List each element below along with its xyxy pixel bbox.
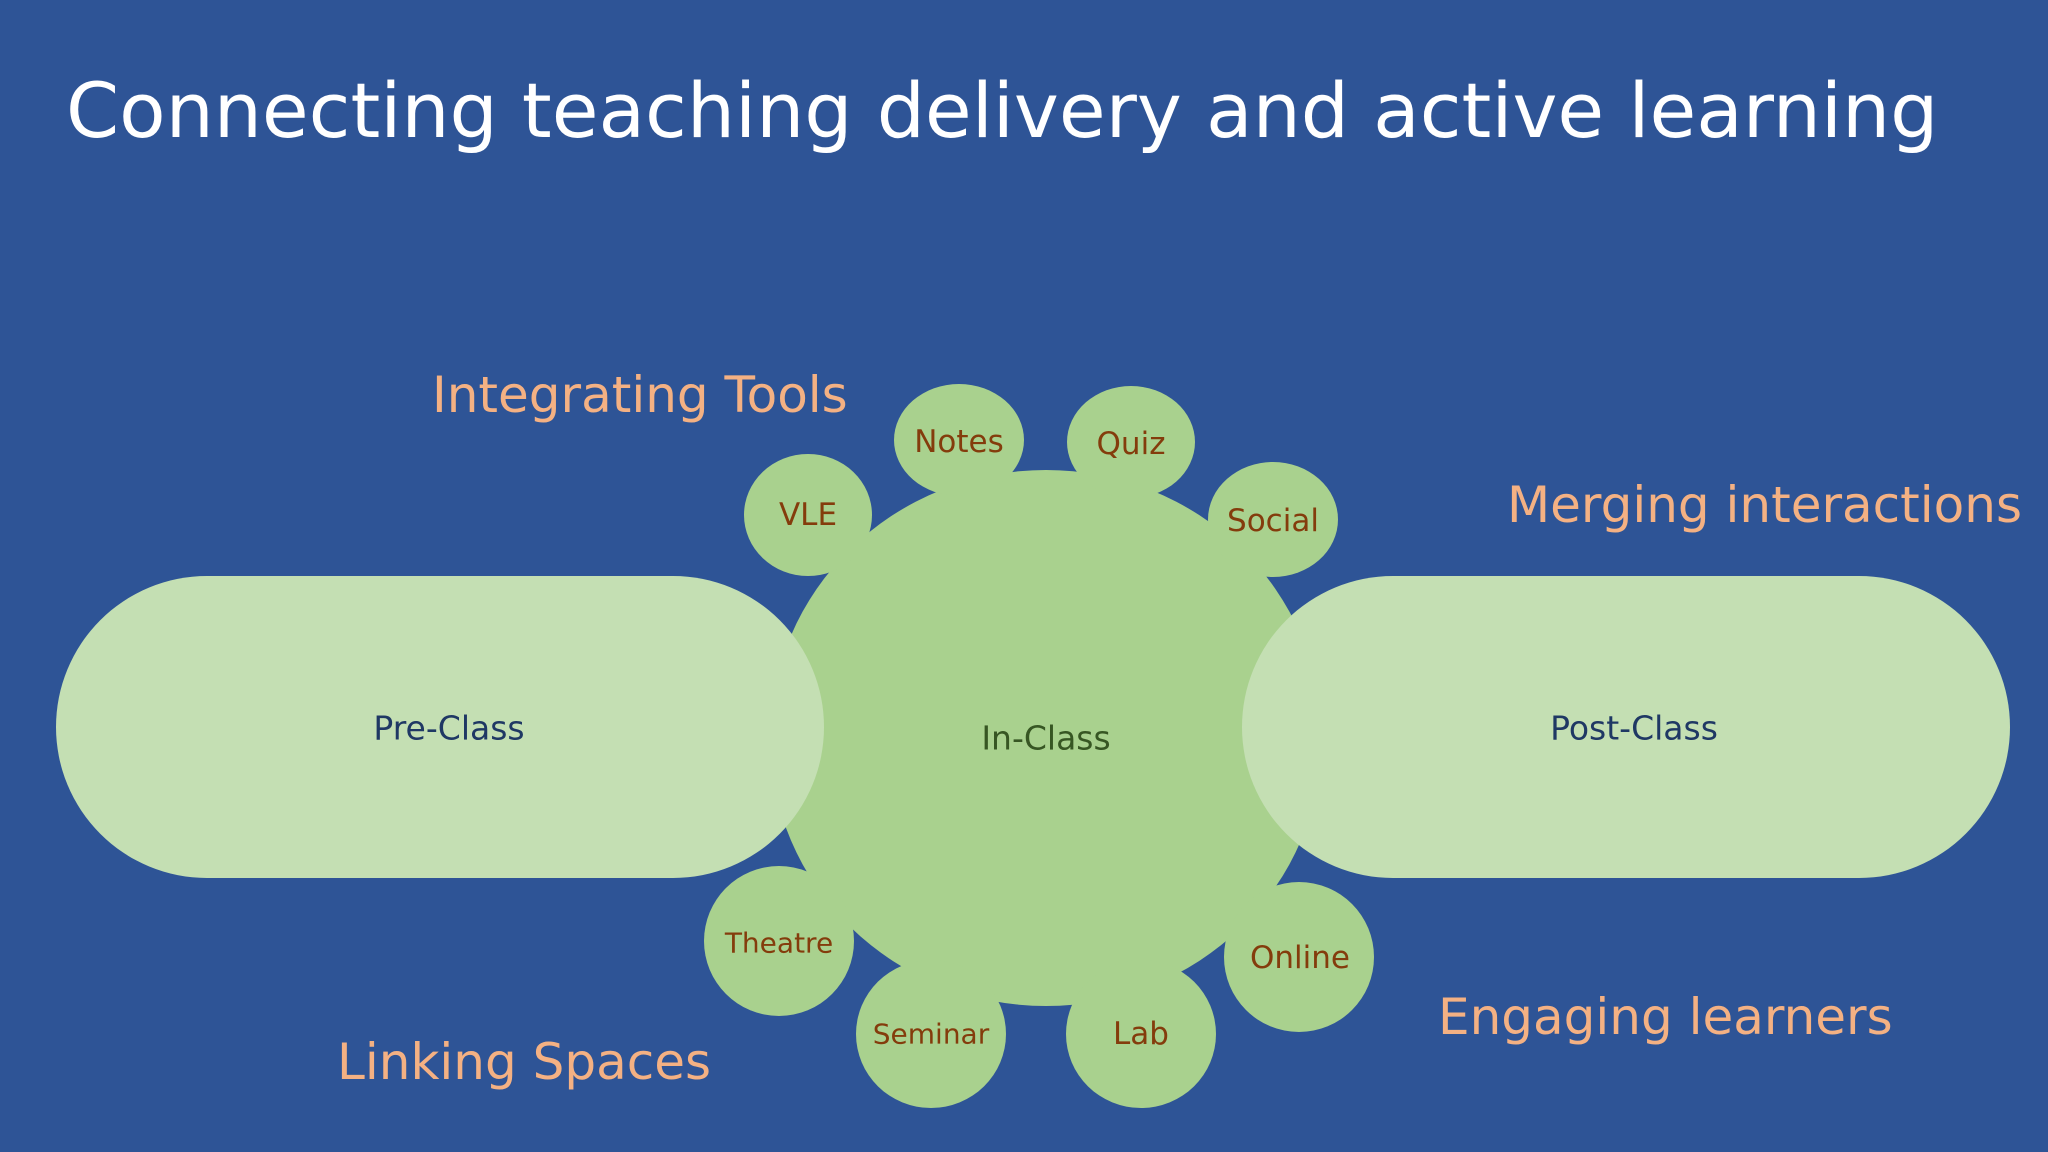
in-class-label: In-Class <box>981 718 1111 758</box>
notes-circle <box>894 384 1024 496</box>
quiz-circle <box>1067 386 1195 498</box>
social-label: Social <box>1227 503 1319 539</box>
pre-class-pill <box>56 576 824 878</box>
online-label: Online <box>1250 940 1350 976</box>
pre-class-label: Pre-Class <box>373 708 525 748</box>
quiz-label: Quiz <box>1096 426 1166 462</box>
post-class-label: Post-Class <box>1550 708 1718 748</box>
seminar-label: Seminar <box>872 1017 990 1051</box>
theme-engaging-learners: Engaging learners <box>1438 988 1893 1046</box>
notes-label: Notes <box>914 424 1004 460</box>
theatre-circle <box>704 866 854 1016</box>
theme-integrating-tools: Integrating Tools <box>432 366 848 424</box>
social-circle <box>1208 462 1338 577</box>
seminar-circle <box>856 960 1006 1108</box>
post-class-pill <box>1242 576 2010 878</box>
vle-circle <box>744 454 872 576</box>
slide-title: Connecting teaching delivery and active … <box>66 66 1939 155</box>
theme-merging-interactions: Merging interactions <box>1507 476 2022 534</box>
theatre-label: Theatre <box>724 926 834 960</box>
vle-label: VLE <box>778 497 838 533</box>
lab-label: Lab <box>1113 1016 1169 1052</box>
theme-linking-spaces: Linking Spaces <box>337 1033 712 1091</box>
lab-circle <box>1066 960 1216 1108</box>
online-circle <box>1224 882 1374 1032</box>
